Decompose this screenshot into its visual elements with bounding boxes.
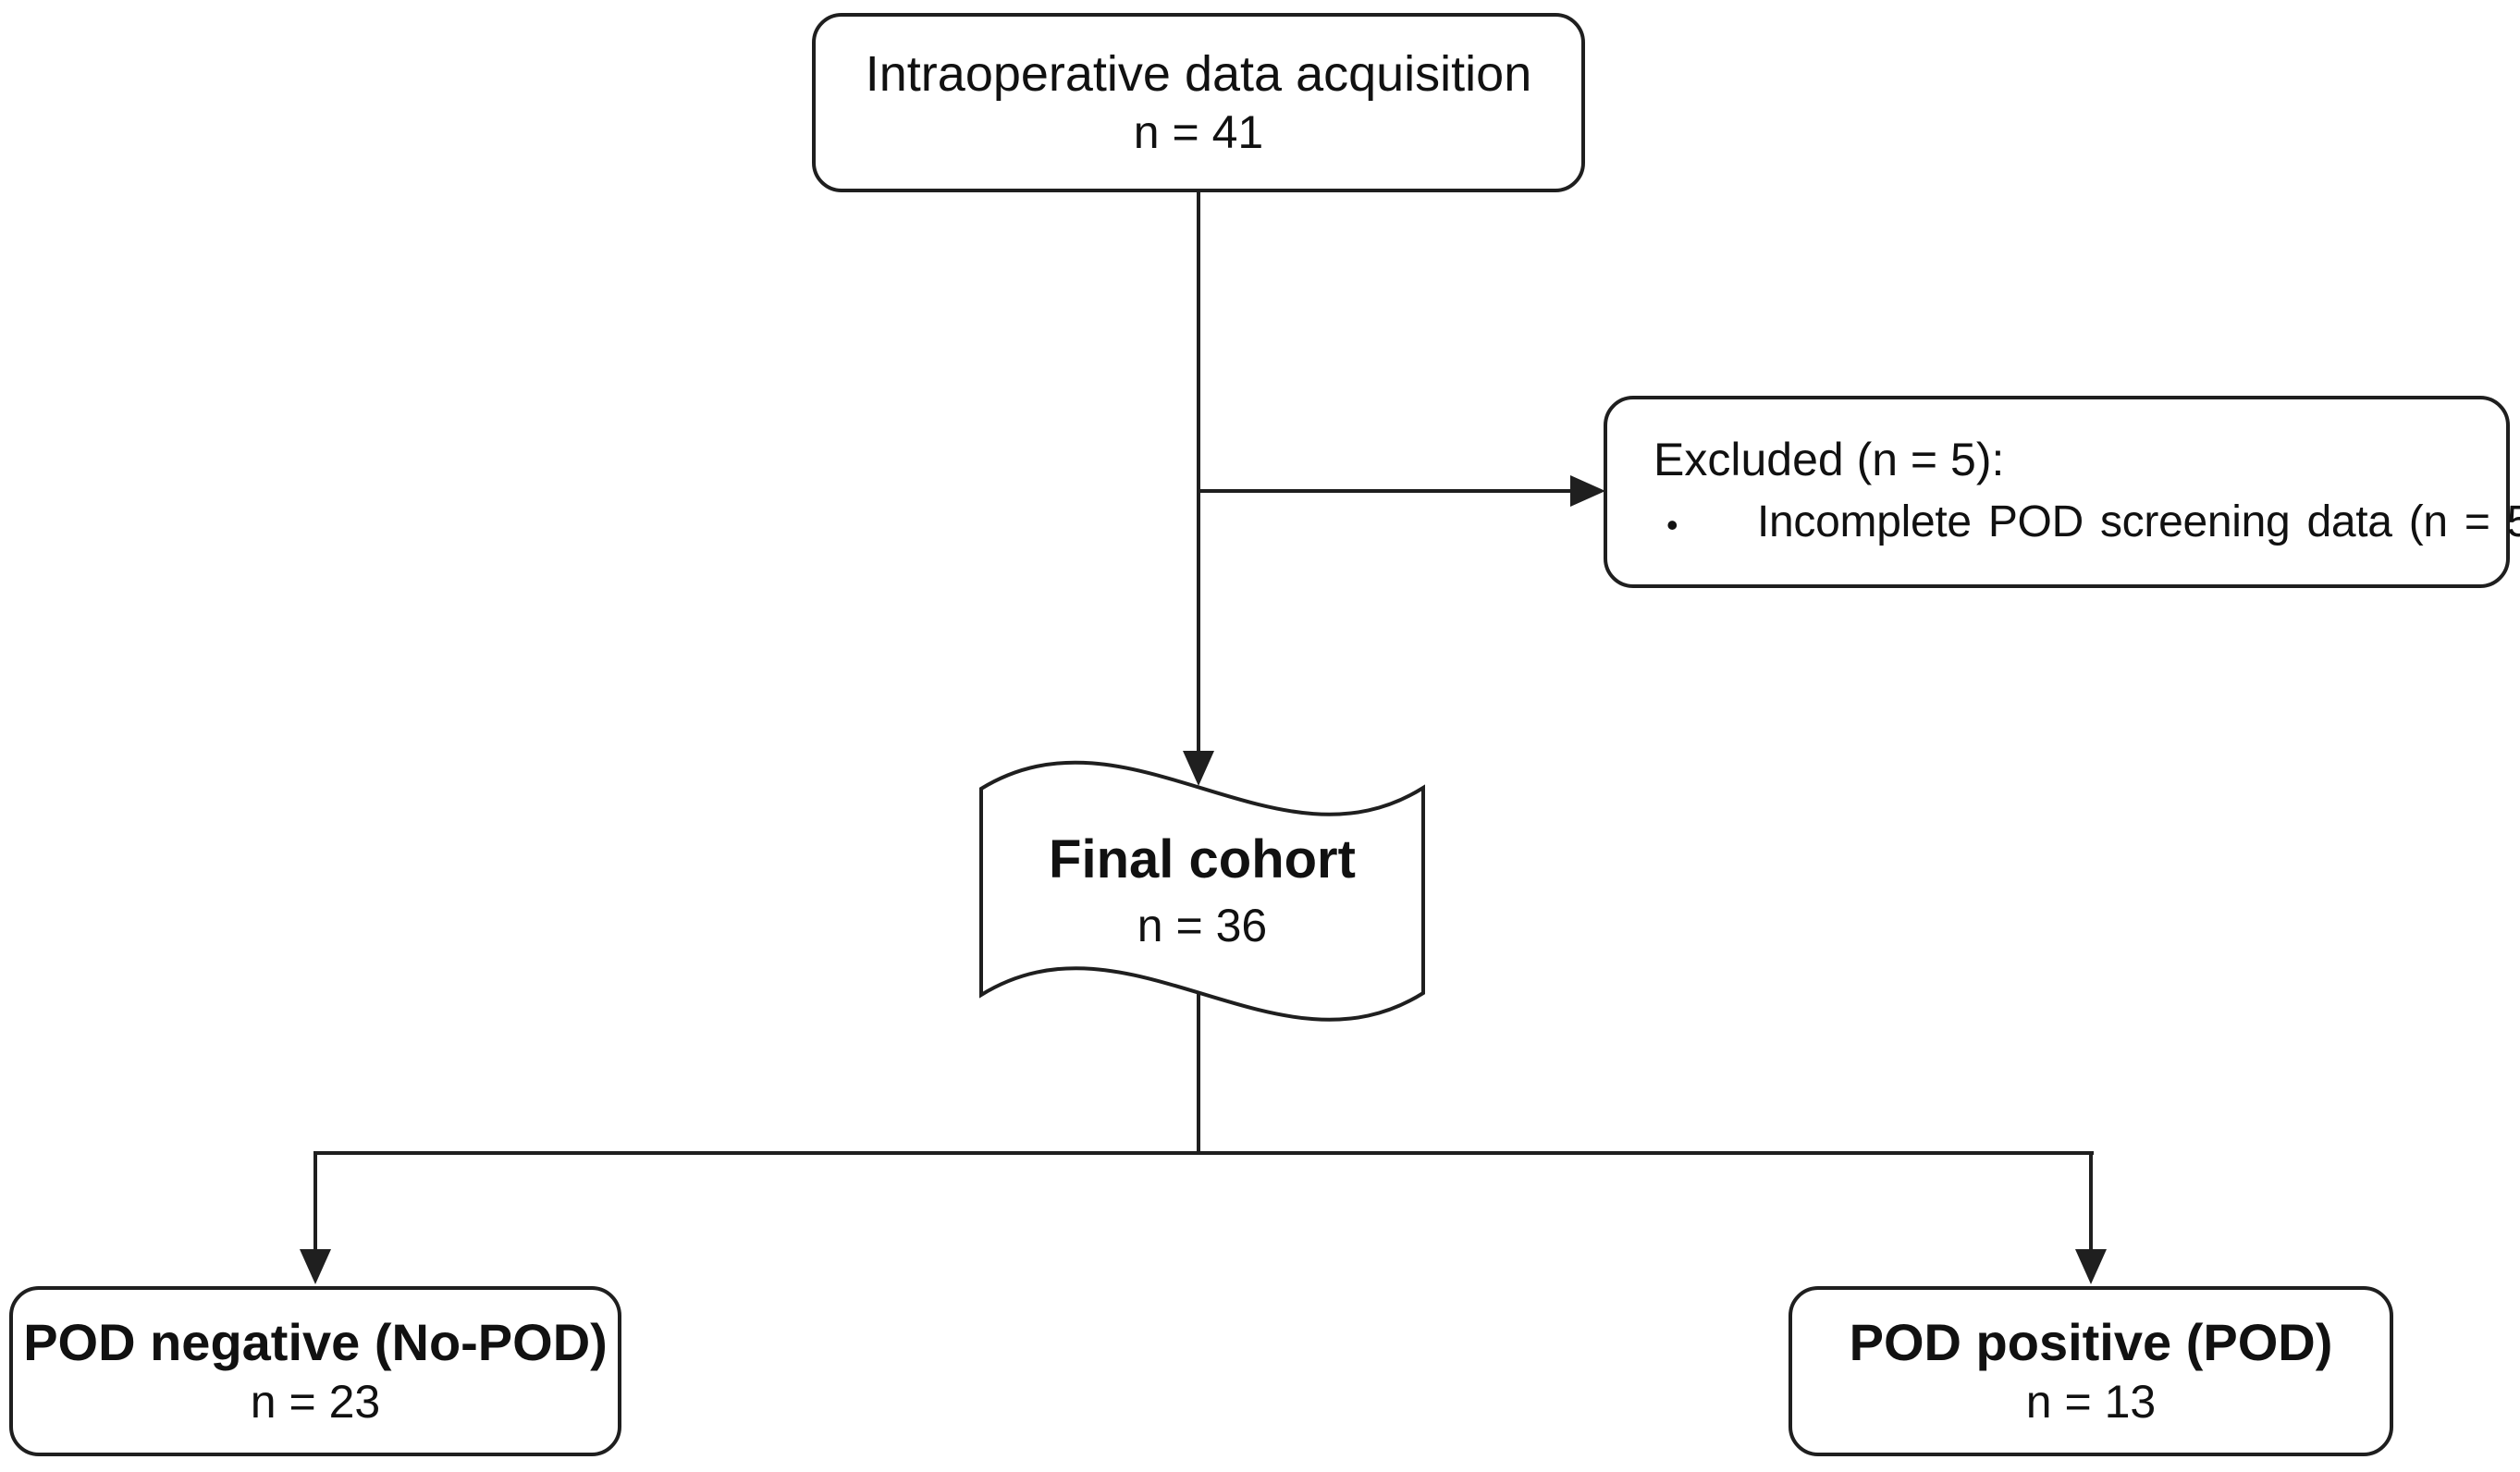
- node-pod-negative: POD negative (No-POD) n = 23: [9, 1286, 621, 1456]
- node-excluded: Excluded (n = 5): • Incomplete POD scree…: [1604, 396, 2520, 588]
- connector-top-to-final: [1197, 192, 1200, 751]
- connector-final-to-junction: [1197, 992, 1200, 1153]
- node-intraoperative: Intraoperative data acquisition n = 41: [812, 13, 1585, 192]
- node-pod-positive-title: POD positive (POD): [1849, 1313, 2333, 1371]
- connector-to-pod-negative: [313, 1151, 317, 1251]
- node-pod-negative-count: n = 23: [250, 1376, 381, 1428]
- arrowhead-final: [1183, 751, 1214, 786]
- node-intraoperative-count: n = 41: [1133, 106, 1264, 158]
- node-excluded-reason: • Incomplete POD screening data (n = 5): [1653, 491, 2520, 557]
- arrowhead-pod-positive: [2075, 1249, 2107, 1284]
- node-pod-negative-title: POD negative (No-POD): [23, 1313, 608, 1371]
- connector-to-pod-positive: [2089, 1151, 2093, 1251]
- node-pod-positive: POD positive (POD) n = 13: [1789, 1286, 2393, 1456]
- arrowhead-pod-negative: [300, 1249, 331, 1284]
- node-pod-positive-count: n = 13: [2025, 1376, 2157, 1428]
- bullet-icon: •: [1666, 505, 1678, 544]
- node-excluded-reason-text: Incomplete POD screening data (n = 5): [1757, 497, 2520, 546]
- connector-junction: [313, 1151, 2094, 1155]
- wave-shape: [979, 760, 1425, 1022]
- node-final-cohort: Final cohort n = 36: [978, 828, 1426, 953]
- arrowhead-excluded: [1570, 475, 1605, 507]
- node-excluded-title: Excluded (n = 5):: [1653, 433, 2005, 485]
- node-final-cohort-count: n = 36: [1137, 900, 1268, 951]
- connector-to-excluded: [1199, 489, 1572, 493]
- node-final-cohort-title: Final cohort: [1049, 829, 1356, 889]
- node-intraoperative-title: Intraoperative data acquisition: [865, 46, 1532, 102]
